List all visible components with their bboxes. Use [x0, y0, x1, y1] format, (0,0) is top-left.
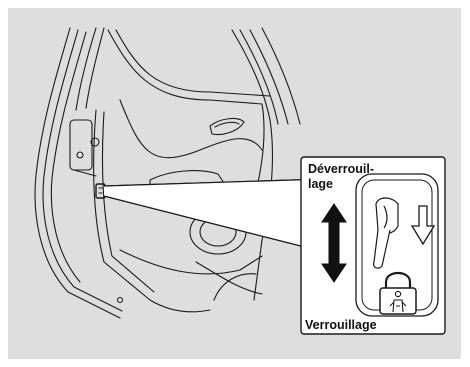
door-lower-panel: [120, 250, 262, 274]
door-top-line-2: [86, 28, 104, 108]
latch-screw: [77, 152, 83, 158]
unlock-label-line1: Déverrouil-: [308, 162, 374, 177]
child-lock-slot-detail: [99, 188, 102, 193]
wheel-arch: [214, 274, 256, 300]
latch-plate: [70, 120, 92, 170]
door-trim-curve: [120, 100, 262, 158]
door-outer-edge: [35, 28, 120, 318]
unlock-label-line2: lage: [308, 177, 333, 192]
latch-line: [74, 170, 96, 176]
small-bolt: [118, 298, 123, 303]
door-edge-line-3: [51, 32, 86, 282]
door-top-line: [76, 28, 96, 110]
door-bottom: [196, 262, 262, 294]
door-right-edge: [232, 30, 272, 300]
door-window-frame-2: [116, 30, 270, 96]
lock-label: Verrouillage: [305, 318, 377, 333]
door-handle-inner: [215, 122, 239, 127]
